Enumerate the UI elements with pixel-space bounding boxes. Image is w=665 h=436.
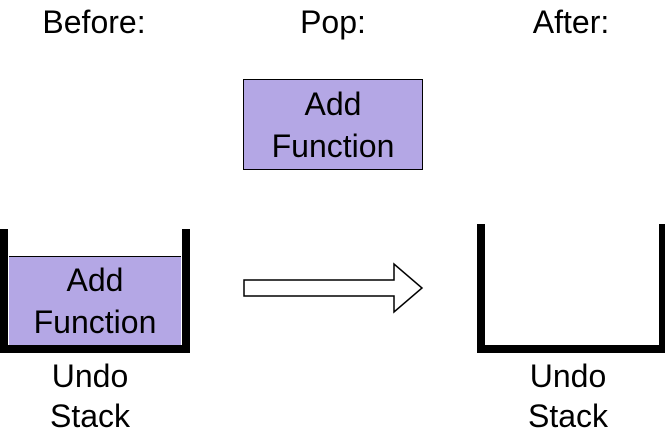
before-stack-label: Undo Stack xyxy=(49,358,131,434)
before-stack-container: Add Function xyxy=(0,229,190,353)
popped-item-block: Add Function xyxy=(243,79,423,170)
right-arrow-icon xyxy=(243,262,424,314)
after-stack-container xyxy=(477,224,665,353)
after-heading: After: xyxy=(532,4,610,40)
pop-heading: Pop: xyxy=(300,4,366,40)
after-stack-label: Undo Stack xyxy=(527,358,609,434)
before-heading: Before: xyxy=(42,4,146,40)
before-stack-item: Add Function xyxy=(9,256,181,345)
